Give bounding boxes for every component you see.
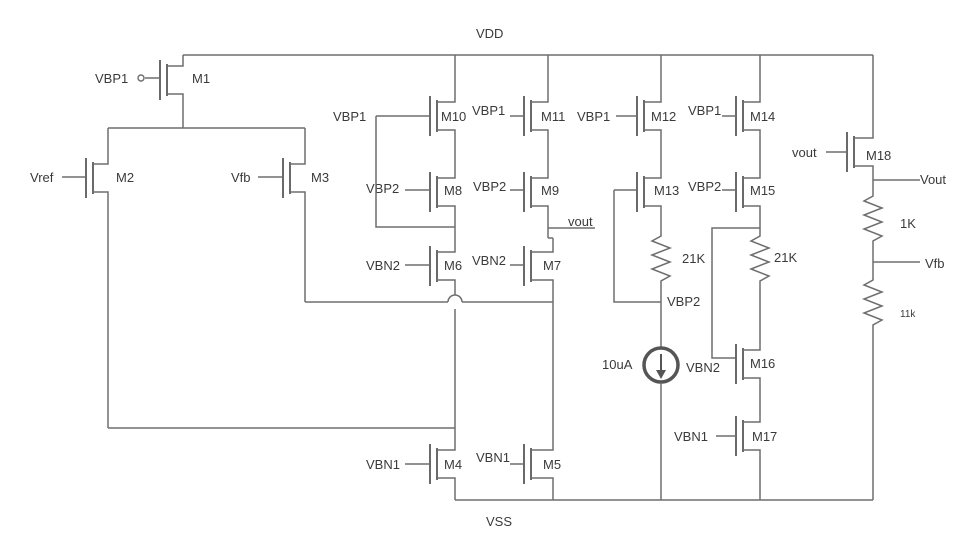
vout-internal-label: vout	[568, 214, 593, 229]
m6-label: M6	[444, 258, 462, 273]
m6-gate-label: VBN2	[366, 258, 400, 273]
m8-gate-label: VBP2	[366, 181, 399, 196]
resistor-r1	[649, 228, 673, 300]
transistor-m6	[405, 238, 456, 440]
m15-gate-label: VBP2	[688, 179, 721, 194]
m8-label: M8	[444, 183, 462, 198]
resistor-r3	[861, 180, 885, 262]
transistor-m15	[722, 170, 761, 228]
transistor-m17	[716, 410, 761, 500]
m15-label: M15	[750, 183, 775, 198]
m14-gate-label: VBP1	[688, 103, 721, 118]
r3-label: 1K	[900, 216, 916, 231]
transistor-m11	[510, 95, 549, 170]
m16-gate-label: VBN2	[686, 360, 720, 375]
transistor-m5	[510, 440, 554, 500]
m7-label: M7	[543, 258, 561, 273]
m12-gate-label: VBP1	[577, 109, 610, 124]
resistor-r4	[861, 262, 885, 500]
m10-label: M10	[441, 109, 466, 124]
transistor-m18	[826, 132, 874, 180]
transistor-m12	[616, 95, 662, 170]
transistor-m8	[405, 170, 456, 238]
vdd-label: VDD	[476, 26, 503, 41]
r4-label: 11k	[900, 309, 916, 320]
m13-label: M13	[654, 183, 679, 198]
m2-label: M2	[116, 170, 134, 185]
m3-label: M3	[311, 170, 329, 185]
resistor-r2	[748, 228, 772, 338]
m7-gate-label: VBN2	[472, 253, 506, 268]
transistor-m4	[405, 440, 456, 500]
vout-label: Vout	[920, 172, 946, 187]
m17-gate-label: VBN1	[674, 429, 708, 444]
transistor-m7	[510, 238, 554, 440]
m3-gate-label: Vfb	[231, 170, 251, 185]
r1-label: 21K	[682, 251, 705, 266]
m12-label: M12	[651, 109, 676, 124]
m4-label: M4	[444, 457, 462, 472]
current-source-label: 10uA	[602, 357, 633, 372]
transistor-m2	[62, 155, 109, 428]
m1-label: M1	[192, 71, 210, 86]
m18-gate-label: vout	[792, 145, 817, 160]
vbp2-node-label: VBP2	[667, 294, 700, 309]
m18-label: M18	[866, 148, 891, 163]
transistor-m3	[258, 155, 306, 302]
m4-gate-label: VBN1	[366, 457, 400, 472]
m11-label: M11	[541, 109, 565, 124]
current-source	[642, 346, 680, 384]
transistor-m13	[614, 170, 662, 228]
transistor-m14	[722, 95, 761, 170]
m9-gate-label: VBP2	[473, 179, 506, 194]
vfb-label: Vfb	[925, 256, 945, 271]
transistor-m9	[510, 170, 549, 238]
m2-gate-label: Vref	[30, 170, 54, 185]
vss-label: VSS	[486, 514, 512, 529]
transistor-m10	[376, 95, 456, 170]
m10-gate-label: VBP1	[333, 109, 366, 124]
transistor-m16	[735, 338, 761, 410]
m11-gate-label: VBP1	[472, 103, 505, 118]
m5-label: M5	[543, 457, 561, 472]
m9-label: M9	[541, 183, 559, 198]
m17-label: M17	[752, 429, 777, 444]
m5-gate-label: VBN1	[476, 450, 510, 465]
r2-label: 21K	[774, 250, 797, 265]
m1-gate-label: VBP1	[95, 71, 128, 86]
m14-label: M14	[750, 109, 775, 124]
m16-label: M16	[750, 356, 775, 371]
transistor-m1	[137, 55, 184, 128]
